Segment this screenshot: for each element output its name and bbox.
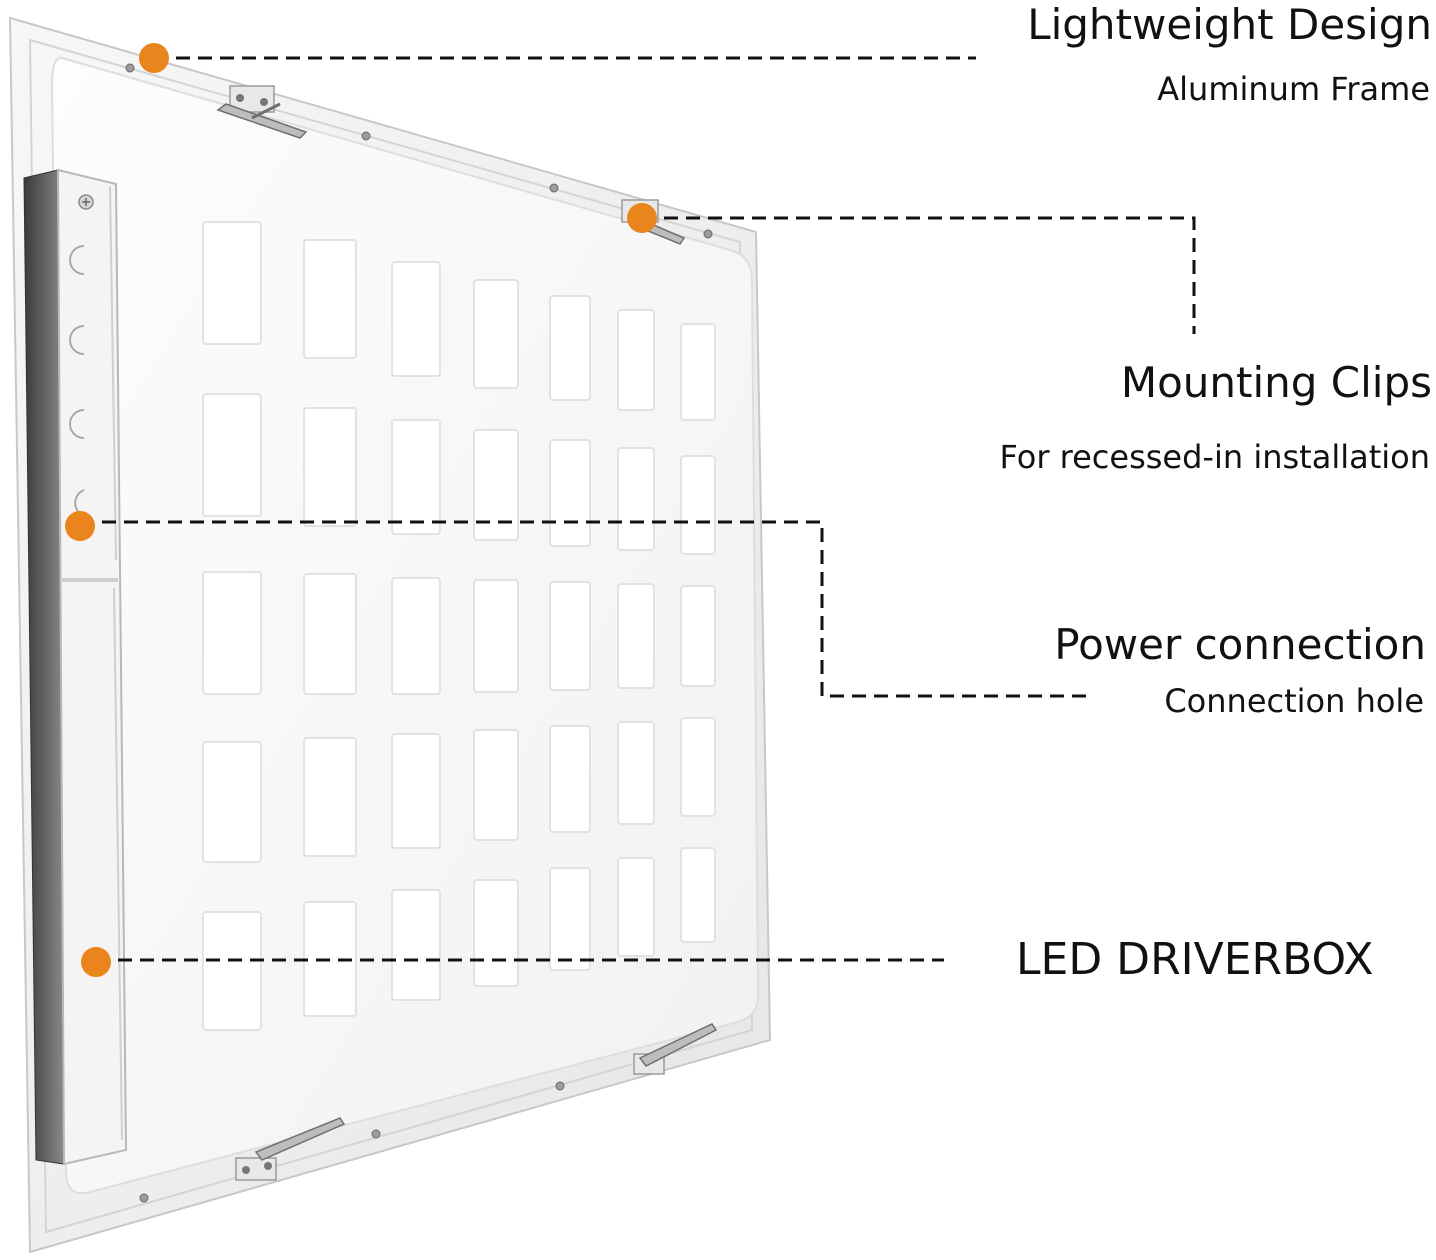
recess-cell <box>391 889 441 1001</box>
recess-cell <box>617 447 655 551</box>
recess-cell <box>303 737 357 857</box>
recess-cell <box>473 579 519 693</box>
recess-cell <box>473 429 519 541</box>
recess-cell <box>617 583 655 689</box>
frame-screw <box>139 1193 149 1203</box>
callout-title-driver: LED DRIVERBOX <box>1016 934 1374 985</box>
leader-line-clips <box>642 216 1196 334</box>
recess-cell <box>303 239 357 359</box>
recess-cell <box>680 585 716 687</box>
recess-cell <box>473 279 519 389</box>
recess-cell <box>391 261 441 377</box>
recess-cell <box>202 393 262 517</box>
callout-subtitle-clips: For recessed-in installation <box>999 438 1430 476</box>
callout-subtitle-lightweight: Aluminum Frame <box>1157 70 1430 108</box>
recess-cell <box>473 879 519 987</box>
recess-cell <box>680 455 716 555</box>
callout-markers <box>65 43 657 977</box>
recess-cell <box>473 729 519 841</box>
recess-cell <box>202 221 262 345</box>
marker-lightweight <box>139 43 169 73</box>
recess-cell <box>549 725 591 833</box>
recess-cell <box>549 439 591 547</box>
recess-cell <box>303 407 357 527</box>
frame-screw <box>549 183 559 193</box>
marker-power <box>65 511 95 541</box>
recess-cell <box>549 867 591 971</box>
callout-title-clips: Mounting Clips <box>1120 358 1432 407</box>
callout-subtitle-power: Connection hole <box>1164 682 1424 720</box>
recess-cell <box>680 847 716 943</box>
recess-cell <box>202 571 262 695</box>
recess-cell <box>202 741 262 863</box>
callout-title-power: Power connection <box>1054 620 1426 669</box>
recess-cell <box>617 309 655 411</box>
recess-cell <box>303 573 357 695</box>
frame-screw <box>703 229 713 239</box>
embossed-recess-grid <box>202 221 716 1031</box>
recess-cell <box>680 323 716 421</box>
recess-cell <box>617 857 655 957</box>
frame-screw <box>555 1081 565 1091</box>
recess-cell <box>549 581 591 691</box>
frame-screw <box>125 63 135 73</box>
led-driver-box <box>23 168 128 1166</box>
recess-cell <box>391 577 441 695</box>
marker-driver <box>81 947 111 977</box>
mounting-clip-bottom-right <box>633 1023 718 1075</box>
mounting-clip-bottom-left <box>235 1117 346 1181</box>
recess-cell <box>680 717 716 817</box>
recess-cell <box>617 721 655 825</box>
recess-cell <box>202 911 262 1031</box>
leader-lines <box>80 56 1196 962</box>
frame-screw <box>371 1129 381 1139</box>
marker-clips <box>627 203 657 233</box>
recess-cell <box>391 419 441 535</box>
callout-title-lightweight: Lightweight Design <box>1027 0 1432 49</box>
recess-cell <box>391 733 441 849</box>
mounting-clip-top-left <box>216 85 308 139</box>
frame-screw <box>361 131 371 141</box>
recess-cell <box>549 295 591 401</box>
frame-screws <box>125 63 713 1203</box>
